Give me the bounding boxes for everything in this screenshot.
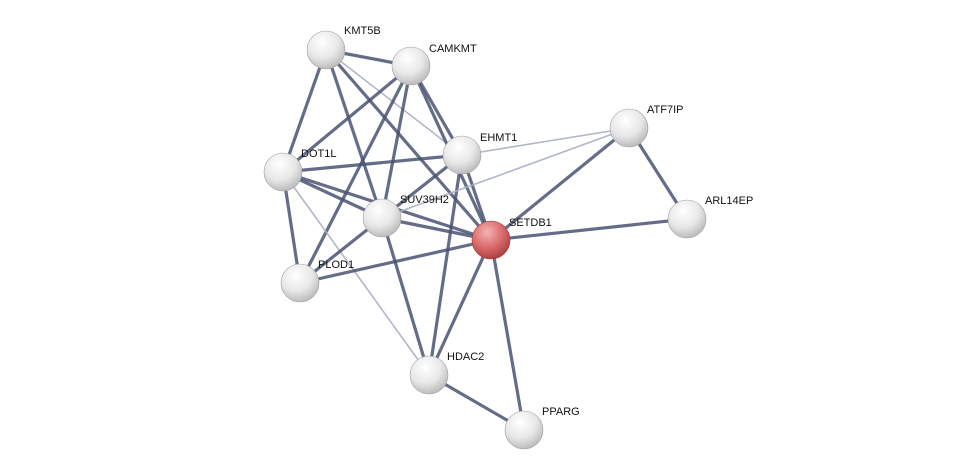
- node-label: HDAC2: [447, 351, 484, 363]
- node-circle[interactable]: [504, 410, 544, 450]
- node-circle[interactable]: [263, 152, 303, 192]
- node-label: EHMT1: [480, 132, 517, 144]
- node-circle[interactable]: [667, 199, 707, 239]
- node-circle[interactable]: [442, 135, 482, 175]
- edge-dot1l-ehmt1[interactable]: [282, 153, 463, 174]
- edge-camkmt-plod1[interactable]: [298, 65, 413, 284]
- edge-ehmt1-atf7ip[interactable]: [461, 127, 630, 156]
- edge-kmt5b-suv39h2[interactable]: [324, 49, 384, 219]
- node-label: KMT5B: [344, 25, 381, 37]
- node-ehmt1[interactable]: EHMT1: [442, 132, 517, 175]
- node-kmt5b[interactable]: KMT5B: [306, 25, 381, 70]
- edge-setdb1-hdac2[interactable]: [427, 239, 493, 376]
- node-setdb1[interactable]: SETDB1: [471, 217, 552, 260]
- edge-camkmt-suv39h2[interactable]: [380, 65, 413, 219]
- node-circle[interactable]: [609, 108, 649, 148]
- node-label: PLOD1: [318, 259, 354, 271]
- node-atf7ip[interactable]: ATF7IP: [609, 104, 683, 148]
- edge-camkmt-dot1l[interactable]: [281, 64, 413, 174]
- edge-setdb1-arl14ep[interactable]: [490, 217, 688, 242]
- edge-setdb1-pparg[interactable]: [489, 239, 526, 431]
- node-suv39h2[interactable]: SUV39H2: [362, 194, 449, 238]
- node-label: SETDB1: [509, 217, 552, 229]
- node-label: ATF7IP: [647, 104, 683, 116]
- node-dot1l[interactable]: DOT1L: [263, 148, 336, 192]
- edge-plod1-setdb1[interactable]: [299, 238, 492, 285]
- node-circle[interactable]: [409, 355, 449, 395]
- edge-dot1l-hdac2[interactable]: [282, 171, 430, 376]
- node-circle[interactable]: [391, 46, 431, 86]
- edge-kmt5b-setdb1[interactable]: [324, 48, 493, 242]
- node-circle[interactable]: [280, 263, 320, 303]
- edge-kmt5b-dot1l[interactable]: [281, 49, 328, 173]
- node-label: DOT1L: [301, 148, 336, 160]
- node-circle[interactable]: [306, 30, 346, 70]
- node-label: ARL14EP: [705, 195, 753, 207]
- node-circle[interactable]: [471, 220, 511, 260]
- node-label: PPARG: [542, 406, 580, 418]
- node-hdac2[interactable]: HDAC2: [409, 351, 484, 395]
- node-camkmt[interactable]: CAMKMT: [391, 43, 477, 86]
- node-label: CAMKMT: [429, 43, 477, 55]
- node-pparg[interactable]: PPARG: [504, 406, 580, 450]
- node-plod1[interactable]: PLOD1: [280, 259, 354, 303]
- edge-suv39h2-hdac2[interactable]: [380, 217, 431, 376]
- edge-suv39h2-atf7ip[interactable]: [381, 127, 630, 219]
- node-circle[interactable]: [362, 198, 402, 238]
- node-label: SUV39H2: [400, 194, 449, 206]
- node-arl14ep[interactable]: ARL14EP: [667, 195, 753, 239]
- edge-setdb1-atf7ip[interactable]: [489, 126, 631, 242]
